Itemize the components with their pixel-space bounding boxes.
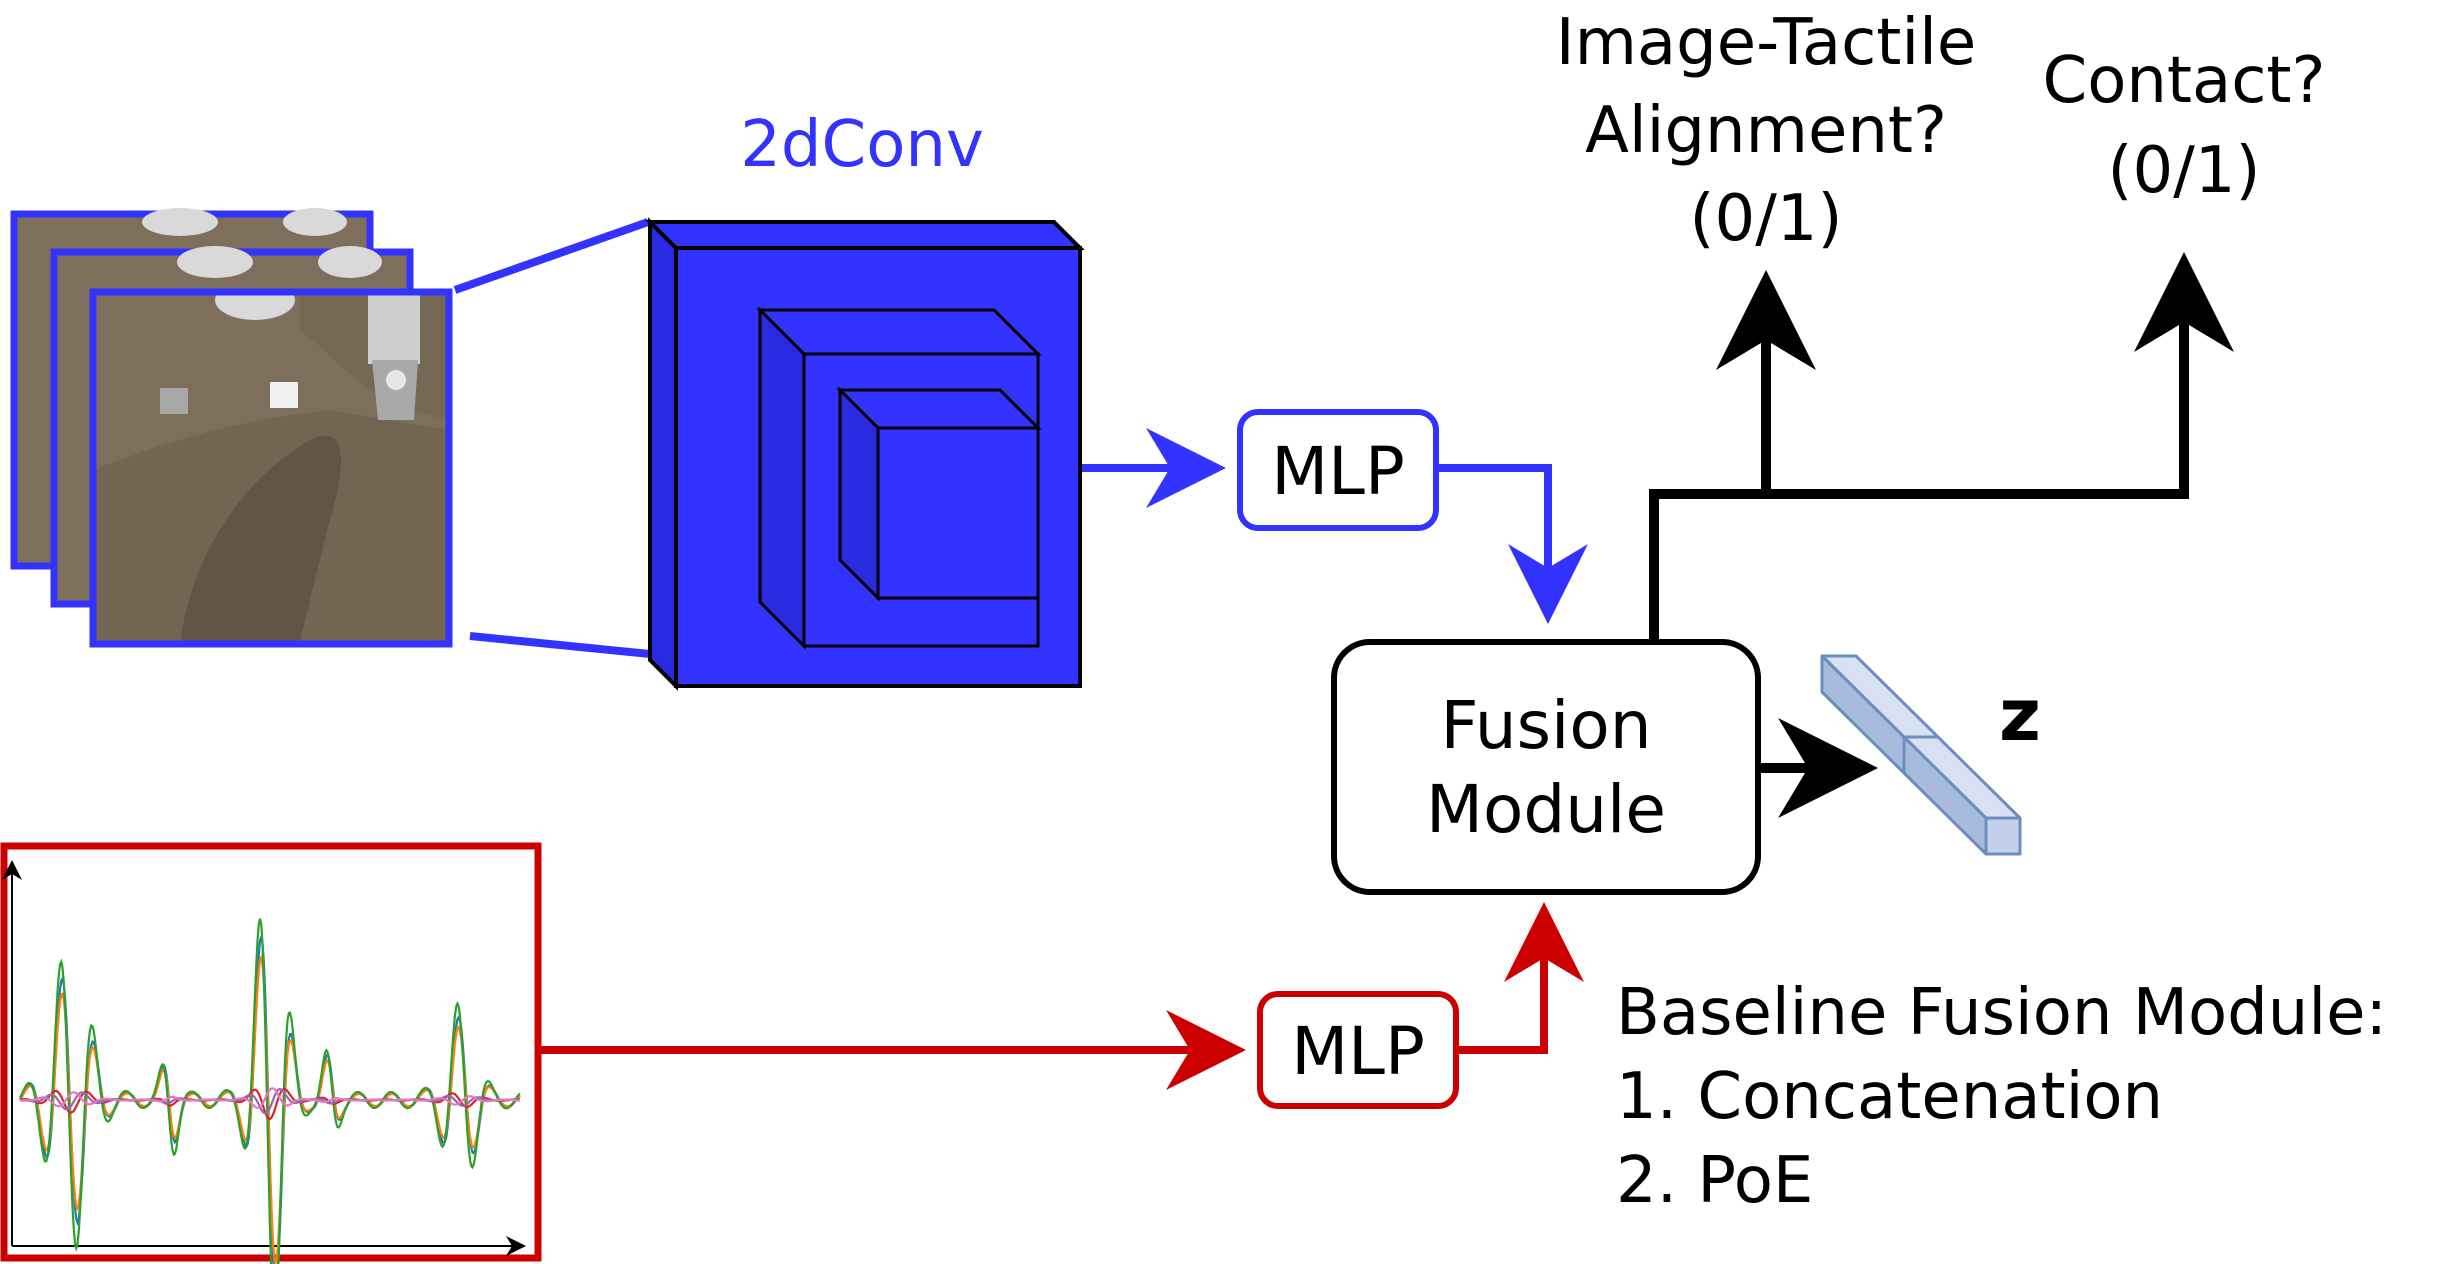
fusion-module-node: Fusion Module: [1331, 639, 1761, 895]
mlp-tactile-to-fusion-arrow: [1456, 902, 1584, 1054]
image-frame-3: [89, 288, 453, 648]
baseline-item-poe: 2. PoE: [1616, 1144, 1813, 1218]
alignment-label-line1: Image-Tactile: [1556, 6, 1977, 80]
conv-block: [645, 217, 1085, 691]
projection-line-top: [453, 218, 650, 294]
alignment-label-line3: (0/1): [1690, 182, 1843, 256]
mlp-vision-node: MLP: [1237, 409, 1439, 531]
tactile-trace-6: [19, 1087, 520, 1110]
contact-output-label: Contact? (0/1): [2043, 44, 2326, 208]
mlp-tactile-node: MLP: [1257, 991, 1459, 1109]
contact-label-line1: Contact?: [2043, 44, 2326, 118]
mlp-vision-label: MLP: [1271, 433, 1405, 510]
baseline-fusion-notes: Baseline Fusion Module: 1. Concatenation…: [1616, 976, 2387, 1218]
baseline-item-concatenation: 1. Concatenation: [1616, 1060, 2163, 1134]
contact-label-line2: (0/1): [2108, 134, 2261, 208]
image-stack: [10, 208, 453, 648]
tactile-trace-5: [19, 1087, 521, 1115]
fusion-label-line2: Module: [1426, 771, 1666, 848]
conv-title: 2dConv: [740, 108, 984, 182]
alignment-label-line2: Alignment?: [1585, 94, 1947, 168]
projection-line-bottom: [469, 632, 651, 658]
tactile-signal-panel: [0, 842, 542, 1264]
tactile-series-group: [19, 918, 521, 1264]
mlp-vision-to-fusion-arrow: [1436, 464, 1588, 624]
tactile-trace-3: [19, 918, 521, 1264]
conv-kernel-inner: [836, 386, 1042, 602]
fusion-output-trunk: [1649, 252, 2234, 640]
baseline-title: Baseline Fusion Module:: [1616, 976, 2387, 1050]
latent-label: z: [1999, 673, 2041, 757]
fusion-label-line1: Fusion: [1440, 687, 1651, 764]
latent-vector: [1820, 654, 2022, 856]
mlp-tactile-label: MLP: [1291, 1013, 1425, 1090]
alignment-output-label: Image-Tactile Alignment? (0/1): [1556, 6, 1977, 256]
